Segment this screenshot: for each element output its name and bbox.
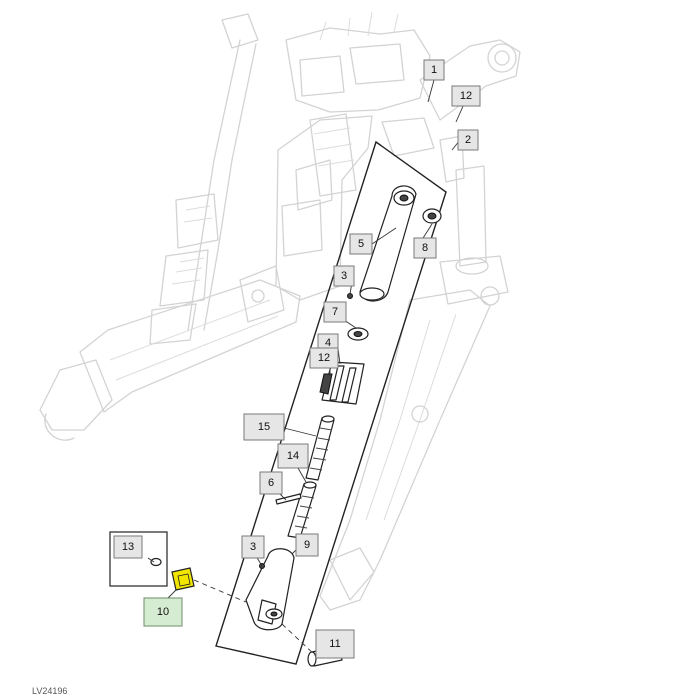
- highlighted-clip-part: [171, 567, 195, 591]
- upper-link-part: [359, 185, 417, 302]
- svg-text:11: 11: [329, 638, 340, 650]
- callout-12-top: 12: [451, 85, 481, 107]
- callout-11: 11: [315, 629, 355, 659]
- callout-12-middle: 12: [309, 347, 339, 369]
- callout-3-lower: 3: [241, 535, 265, 559]
- svg-text:14: 14: [287, 450, 299, 462]
- svg-text:8: 8: [422, 242, 428, 254]
- collar-part: [422, 208, 442, 224]
- turnbuckle-part: [319, 361, 365, 405]
- svg-text:4: 4: [325, 337, 331, 349]
- svg-text:3: 3: [341, 270, 347, 282]
- small-ring-part: [150, 557, 162, 567]
- washer-part: [347, 293, 369, 341]
- figure-code: LV24196: [32, 686, 67, 696]
- svg-text:13: 13: [122, 541, 134, 553]
- callout-15: 15: [243, 413, 285, 441]
- callout-3-upper: 3: [333, 265, 355, 287]
- callout-7: 7: [323, 301, 347, 323]
- tractor-background-outline: [39, 11, 521, 611]
- svg-text:15: 15: [258, 421, 270, 433]
- svg-text:10: 10: [157, 606, 169, 618]
- callout-9: 9: [295, 533, 319, 557]
- svg-text:12: 12: [318, 352, 330, 364]
- svg-text:2: 2: [465, 134, 471, 146]
- callout-2: 2: [457, 129, 479, 151]
- svg-text:3: 3: [250, 541, 256, 553]
- callout-5: 5: [349, 233, 373, 255]
- callout-14: 14: [277, 443, 309, 469]
- callout-13: 13: [113, 535, 143, 559]
- lower-clevis-part: [245, 548, 295, 631]
- svg-text:9: 9: [304, 539, 310, 551]
- svg-text:1: 1: [431, 64, 437, 76]
- svg-text:7: 7: [332, 306, 338, 318]
- callout-8: 8: [413, 237, 437, 259]
- callout-1: 1: [423, 59, 445, 81]
- assembly-frame: [215, 140, 447, 665]
- spring-pin-part: [275, 493, 302, 505]
- detail-inset-frame: [109, 531, 168, 587]
- threaded-rod-part: [305, 415, 335, 481]
- svg-text:5: 5: [358, 238, 364, 250]
- svg-text:6: 6: [268, 477, 274, 489]
- callout-10: 10: [143, 597, 183, 627]
- lower-rod-part: [287, 481, 317, 539]
- svg-text:12: 12: [460, 90, 472, 102]
- callout-6: 6: [259, 471, 283, 495]
